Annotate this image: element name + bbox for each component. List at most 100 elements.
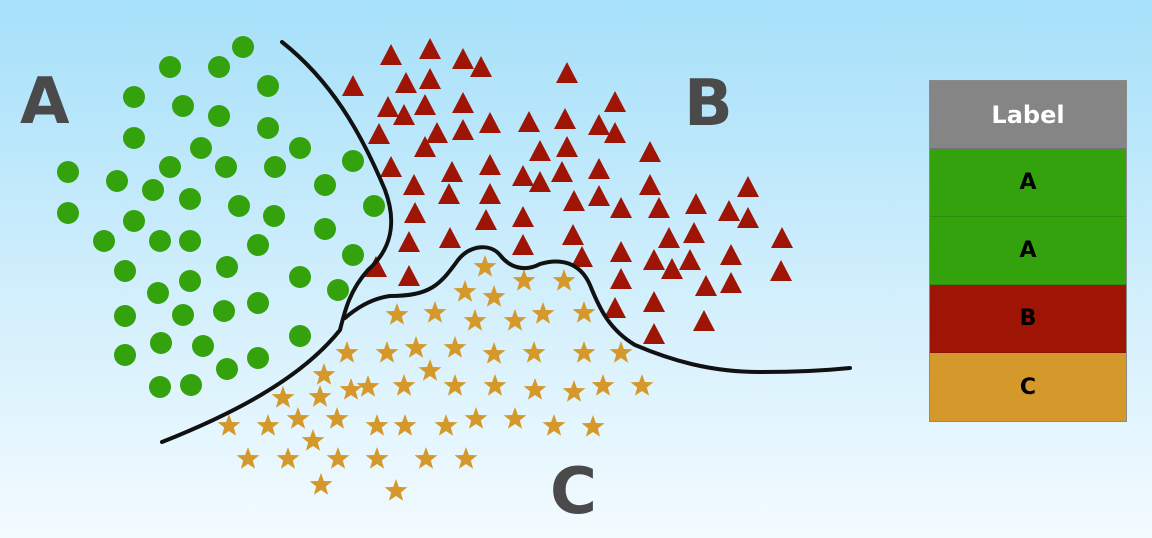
class-a-circle-point xyxy=(232,36,254,58)
class-c-star-point xyxy=(236,447,260,469)
class-b-triangle-point xyxy=(571,246,593,267)
class-a-circle-point xyxy=(123,127,145,149)
class-c-star-point xyxy=(308,385,332,407)
class-b-triangle-point xyxy=(643,291,665,312)
class-c-star-point xyxy=(414,447,438,469)
class-b-triangle-point xyxy=(588,185,610,206)
class-a-circle-point xyxy=(180,374,202,396)
class-a-circle-point xyxy=(57,161,79,183)
class-b-triangle-point xyxy=(770,260,792,281)
class-a-circle-point xyxy=(247,234,269,256)
class-c-star-point xyxy=(418,359,442,381)
class-c-star-point xyxy=(552,269,576,291)
class-c-star-point xyxy=(276,447,300,469)
label-legend-table: Label A A B C xyxy=(929,80,1127,422)
class-a-circle-point xyxy=(114,305,136,327)
class-c-star-point xyxy=(365,447,389,469)
class-c-star-point xyxy=(542,414,566,436)
class-b-triangle-point xyxy=(695,275,717,296)
class-a-circle-point xyxy=(263,205,285,227)
class-b-triangle-point xyxy=(610,268,632,289)
class-c-star-point xyxy=(454,447,478,469)
class-b-triangle-point xyxy=(398,265,420,286)
class-b-triangle-point xyxy=(771,227,793,248)
class-c-star-point xyxy=(609,341,633,363)
class-b-triangle-point xyxy=(377,96,399,117)
class-c-star-point xyxy=(385,303,409,325)
class-c-star-point xyxy=(531,302,555,324)
class-a-circle-point xyxy=(149,230,171,252)
class-c-star-point xyxy=(572,341,596,363)
class-a-circle-point xyxy=(159,156,181,178)
class-b-triangle-point xyxy=(403,174,425,195)
class-b-triangle-point xyxy=(414,136,436,157)
legend-header: Label xyxy=(930,81,1126,149)
class-b-triangle-point xyxy=(470,56,492,77)
class-b-points xyxy=(342,38,793,344)
class-b-triangle-point xyxy=(479,154,501,175)
legend-row-1: A xyxy=(930,149,1126,217)
class-b-triangle-point xyxy=(604,122,626,143)
class-a-circle-point xyxy=(208,56,230,78)
class-b-triangle-point xyxy=(685,193,707,214)
class-c-star-point xyxy=(443,336,467,358)
class-b-triangle-point xyxy=(414,94,436,115)
class-b-triangle-point xyxy=(679,249,701,270)
class-b-triangle-point xyxy=(554,108,576,129)
class-c-star-point xyxy=(503,407,527,429)
class-b-triangle-point xyxy=(604,91,626,112)
class-a-circle-point xyxy=(192,335,214,357)
region-label-a: A xyxy=(20,65,70,139)
class-b-triangle-point xyxy=(452,48,474,69)
class-c-star-point xyxy=(423,301,447,323)
class-a-circle-point xyxy=(257,75,279,97)
class-b-triangle-point xyxy=(380,44,402,65)
class-b-triangle-point xyxy=(737,176,759,197)
class-a-circle-point xyxy=(123,210,145,232)
class-b-triangle-point xyxy=(551,161,573,182)
class-b-triangle-point xyxy=(588,114,610,135)
class-b-triangle-point xyxy=(529,140,551,161)
class-a-circle-point xyxy=(159,56,181,78)
class-a-circle-point xyxy=(57,202,79,224)
class-a-circle-point xyxy=(216,358,238,380)
class-c-star-point xyxy=(473,255,497,277)
class-b-triangle-point xyxy=(604,297,626,318)
class-c-star-point xyxy=(356,375,380,397)
class-b-triangle-point xyxy=(419,68,441,89)
decision-boundary-bc xyxy=(343,245,852,375)
class-a-circle-point xyxy=(289,137,311,159)
class-a-circle-point xyxy=(228,195,250,217)
legend-row-2: A xyxy=(930,217,1126,285)
class-a-circle-point xyxy=(289,325,311,347)
class-b-triangle-point xyxy=(720,244,742,265)
class-c-star-point xyxy=(572,301,596,323)
class-b-triangle-point xyxy=(404,202,426,223)
class-b-triangle-point xyxy=(693,310,715,331)
class-b-triangle-point xyxy=(380,156,402,177)
class-b-triangle-point xyxy=(512,234,534,255)
class-a-circle-point xyxy=(147,282,169,304)
class-a-circle-point xyxy=(114,344,136,366)
class-b-triangle-point xyxy=(342,75,364,96)
class-c-star-point xyxy=(453,280,477,302)
class-a-circle-point xyxy=(123,86,145,108)
decision-boundary-a xyxy=(160,40,394,444)
class-b-triangle-point xyxy=(737,207,759,228)
class-c-star-point xyxy=(404,336,428,358)
class-c-star-point xyxy=(335,341,359,363)
region-label-b: B xyxy=(684,67,733,141)
class-b-triangle-point xyxy=(398,231,420,252)
class-c-star-point xyxy=(591,374,615,396)
class-b-triangle-point xyxy=(643,323,665,344)
class-a-circle-point xyxy=(179,270,201,292)
class-b-triangle-point xyxy=(718,200,740,221)
class-b-triangle-point xyxy=(512,206,534,227)
class-c-star-point xyxy=(393,414,417,436)
class-b-triangle-point xyxy=(439,227,461,248)
class-a-circle-point xyxy=(114,260,136,282)
class-a-circle-point xyxy=(215,156,237,178)
class-a-circle-point xyxy=(289,266,311,288)
class-b-triangle-point xyxy=(562,224,584,245)
